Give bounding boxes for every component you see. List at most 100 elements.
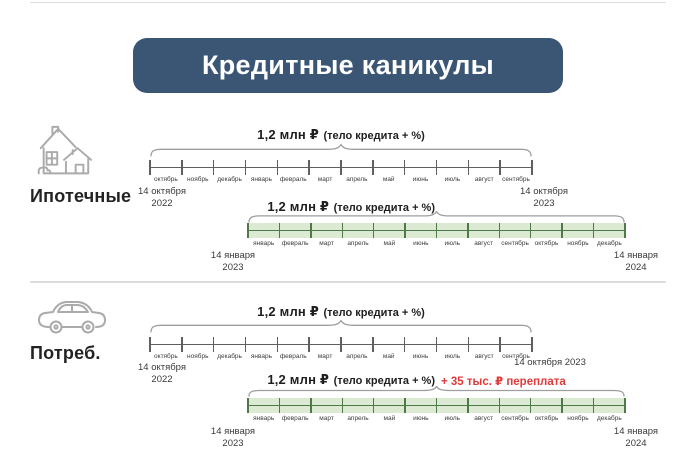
month-label: август [474, 353, 494, 360]
month-label: декабрь [596, 415, 622, 422]
month-label: сентябрь [501, 415, 529, 422]
brace [248, 386, 625, 397]
month-label: май [382, 176, 395, 183]
axis-tick [244, 337, 247, 352]
car-icon [38, 301, 106, 334]
date-line: 2022 [151, 374, 173, 385]
loan-amount-label: 1,2 млн ₽ (тело кредита + %) [150, 303, 532, 321]
month-label: октябрь [534, 415, 559, 422]
axis-tick [435, 223, 438, 238]
axis-tick [244, 160, 247, 175]
axis-tick [467, 337, 470, 352]
loan-amount-label: 1,2 млн ₽ (тело кредита + %) [150, 371, 435, 389]
axis-tick [530, 398, 532, 413]
axis-tick [372, 160, 374, 175]
start-date: 14 января 2023 [188, 250, 278, 274]
month-label: февраль [281, 415, 309, 422]
house-icon [37, 125, 93, 175]
loan-amount-suffix: (тело кредита + %) [333, 202, 435, 214]
date-line: 2024 [625, 262, 647, 273]
axis-tick [561, 398, 563, 413]
month-label: октябрь [154, 176, 178, 183]
axis-tick [149, 337, 151, 352]
date-line: 14 января [210, 426, 256, 437]
axis-tick [499, 160, 501, 175]
month-label: август [474, 415, 494, 422]
date-line: 14 января [613, 426, 659, 437]
month-label: июнь [412, 176, 429, 183]
month-label: июль [444, 176, 461, 183]
loan-amount-label: 1,2 млн ₽ (тело кредита + %) [150, 198, 435, 216]
top-divider [30, 2, 666, 3]
timeline-axis [149, 337, 533, 352]
axis-tick [624, 398, 626, 413]
date-line: 14 января [210, 250, 256, 261]
axis-tick [149, 160, 151, 175]
axis-tick [561, 223, 563, 238]
month-label: сентябрь [502, 176, 530, 183]
overpayment-label: + 35 тыс. ₽ переплата [441, 376, 566, 388]
date-line: 2023 [533, 198, 555, 209]
month-label: май [383, 415, 396, 422]
start-date: 14 января 2023 [188, 426, 278, 450]
month-label: апрель [347, 240, 369, 247]
axis-tick [372, 398, 375, 413]
timeline-axis [149, 160, 533, 175]
month-label: февраль [279, 176, 307, 183]
month-label: июль [444, 353, 461, 360]
axis-tick [435, 398, 438, 413]
month-label: март [319, 240, 334, 247]
month-label: ноябрь [567, 240, 589, 247]
month-label: октябрь [534, 240, 559, 247]
axis-tick [310, 223, 312, 238]
axis-tick [404, 223, 406, 238]
loan-amount: 1,2 млн ₽ [257, 127, 320, 142]
page-title: Кредитные каникулы [201, 50, 495, 80]
start-date: 14 октября 2022 [117, 362, 207, 386]
axis-tick [531, 337, 533, 352]
month-label: июнь [413, 415, 429, 422]
axis-tick [278, 223, 281, 238]
loan-amount: 1,2 млн ₽ [267, 199, 330, 214]
month-label: апрель [346, 353, 368, 360]
month-label: декабрь [217, 176, 242, 183]
axis-tick [435, 160, 438, 175]
month-label: март [319, 415, 334, 422]
axis-tick [624, 223, 626, 238]
axis-tick [530, 223, 532, 238]
loan-amount-label: 1,2 млн ₽ (тело кредита + %) [150, 126, 532, 144]
month-label: июль [444, 415, 461, 422]
month-label: ноябрь [187, 353, 209, 360]
axis-tick [310, 398, 312, 413]
end-date: 14 октября 2023 [499, 186, 589, 210]
month-label: январь [253, 415, 275, 422]
section-label-mortgage: Ипотечные [30, 186, 132, 206]
month-label: январь [250, 353, 272, 360]
month-label: июнь [413, 240, 429, 247]
month-label: январь [250, 176, 272, 183]
date-line: 14 октября [137, 186, 186, 197]
month-label: август [474, 176, 494, 183]
month-label: октябрь [154, 353, 178, 360]
axis-tick [372, 337, 374, 352]
section-label-consumer: Потреб. [30, 343, 101, 363]
axis-tick [498, 398, 501, 413]
axis-tick [467, 398, 469, 413]
axis-tick [212, 337, 215, 352]
month-label: апрель [346, 176, 368, 183]
axis-tick [181, 160, 183, 175]
axis-tick [372, 223, 375, 238]
axis-tick [467, 223, 469, 238]
axis-tick [498, 223, 501, 238]
axis-tick [403, 337, 406, 352]
axis-tick [247, 398, 249, 413]
axis-tick [341, 398, 343, 413]
axis-tick [435, 337, 438, 352]
loan-amount: 1,2 млн ₽ [257, 304, 320, 319]
month-label: февраль [281, 240, 309, 247]
axis-tick [278, 398, 281, 413]
month-label: март [317, 176, 333, 183]
date-line: 2023 [222, 438, 244, 449]
